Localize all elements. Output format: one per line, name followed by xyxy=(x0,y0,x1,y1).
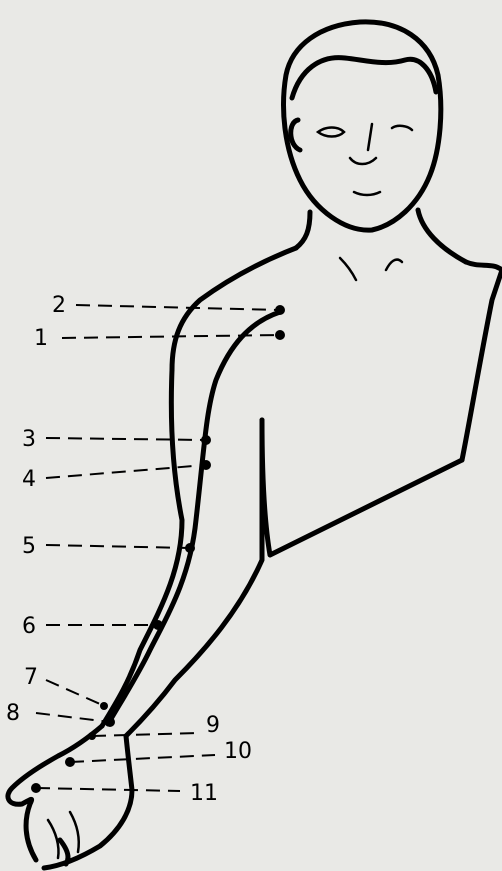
point-1-marker xyxy=(275,330,285,340)
point-6-label: 6 xyxy=(22,614,36,639)
point-11-label: 11 xyxy=(190,781,218,806)
point-10-label: 10 xyxy=(224,739,252,764)
point-10-marker xyxy=(65,757,75,767)
point-2-label: 2 xyxy=(52,293,66,318)
point-9-marker xyxy=(88,732,96,740)
point-4-marker xyxy=(201,460,211,470)
point-8-marker xyxy=(105,717,115,727)
point-6-marker xyxy=(153,620,163,630)
point-2-marker xyxy=(275,305,285,315)
point-4-label: 4 xyxy=(22,467,36,492)
point-7-marker xyxy=(100,702,108,710)
point-5-marker xyxy=(185,543,195,553)
point-5-label: 5 xyxy=(22,534,36,559)
point-9-label: 9 xyxy=(206,713,220,738)
point-7-label: 7 xyxy=(24,665,38,690)
point-8-label: 8 xyxy=(6,701,20,726)
point-11-marker xyxy=(31,783,41,793)
point-1-label: 1 xyxy=(34,326,48,351)
point-3-label: 3 xyxy=(22,427,36,452)
point-3-marker xyxy=(201,435,211,445)
